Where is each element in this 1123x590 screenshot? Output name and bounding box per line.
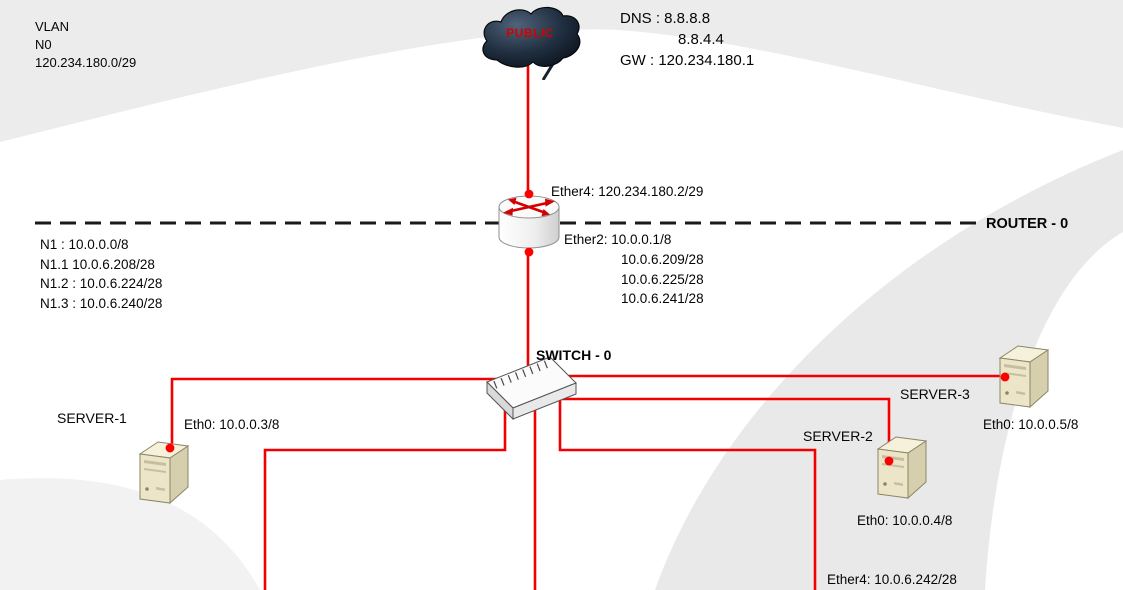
server3-eth-label: Eth0: 10.0.0.5/8 [983,417,1079,432]
vlan-line: N0 [35,37,52,52]
network-line: N1.2 : 10.0.6.224/28 [40,276,163,291]
wire-switch-down-left [263,408,507,590]
server1-label: SERVER-1 [57,410,127,426]
server3-label: SERVER-3 [900,386,970,402]
ether2-line: 10.0.6.209/28 [621,252,704,267]
wire-switch-server1 [170,377,510,451]
vlan-info: VLAN N0 120.234.180.0/29 [35,18,136,72]
public-cloud-icon [477,4,583,81]
wire-switch-down-right [558,399,817,590]
vlan-line: VLAN [35,19,69,34]
router-ether2-label: Ether2: 10.0.0.1/8 [564,232,672,247]
router-ether4-label: Ether4: 120.234.180.2/29 [551,184,704,199]
server2-eth-label: Eth0: 10.0.0.4/8 [857,513,953,528]
server2-label: SERVER-2 [803,428,873,444]
switch-label: SWITCH - 0 [536,347,612,363]
server2-icon [874,432,930,504]
dns-info: DNS : 8.8.8.8 8.8.4.4 GW : 120.234.180.1 [620,8,754,71]
switch-ports-icon [493,360,548,389]
network-line: N1 : 10.0.0.0/8 [40,237,129,252]
network-line: N1.3 : 10.0.6.240/28 [40,295,163,311]
wire-switch-server2 [560,397,891,461]
router-ether2-list: 10.0.6.209/28 10.0.6.225/28 10.0.6.241/2… [621,250,704,309]
vlan-line: 120.234.180.0/29 [35,55,137,70]
server1-icon [136,437,192,509]
router-label: ROUTER - 0 [986,216,1069,232]
router-networks-list: N1 : 10.0.0.0/8 N1.1 10.0.6.208/28 N1.2 … [40,235,162,313]
ether2-line: 10.0.6.225/28 [621,271,704,287]
ether2-line: 10.0.6.241/28 [621,291,704,306]
dns-line: GW : 120.234.180.1 [620,52,755,69]
cloud-public-label: PUBLIC [506,26,554,40]
router-icon [495,192,563,254]
dns-line: 8.8.4.4 [678,31,724,48]
server1-eth-label: Eth0: 10.0.0.3/8 [184,417,280,432]
switch-icon [479,349,583,423]
server3-icon [996,341,1052,413]
bottom-ether4-label: Ether4: 10.0.6.242/28 [827,572,957,587]
network-line: N1.1 10.0.6.208/28 [40,256,155,272]
router-arrows-icon [503,197,555,217]
dns-line: DNS : 8.8.8.8 [620,10,711,27]
